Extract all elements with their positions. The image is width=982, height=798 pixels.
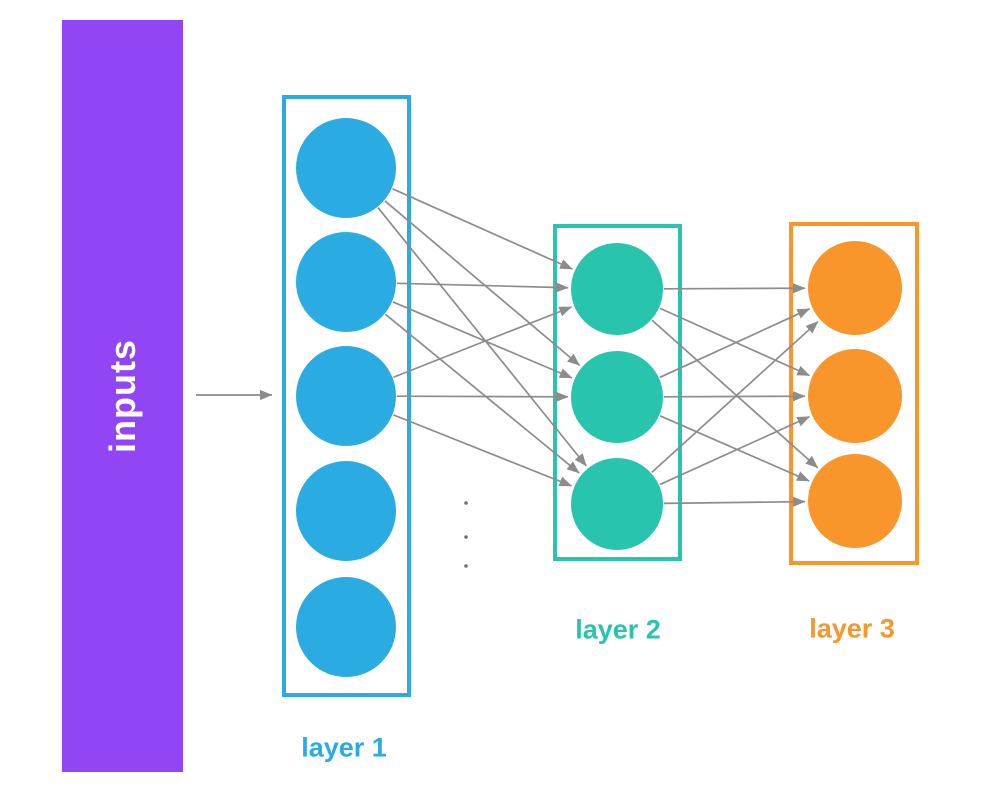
connection-arrow: [384, 313, 580, 474]
inputs-band: inputs: [62, 20, 183, 772]
connection-arrow: [659, 307, 810, 377]
neuron-nodes: [296, 118, 902, 677]
connection-arrow: [663, 283, 806, 294]
connection-arrow: [663, 496, 806, 507]
connection-arrow: [659, 308, 811, 379]
connection-arrows: [196, 188, 819, 507]
layer-3-neuron-2: [808, 349, 902, 443]
ellipsis-dot: [464, 564, 468, 568]
layer-1-neuron-3: [296, 346, 396, 446]
ellipsis-dots: [464, 501, 468, 568]
layer-1-neuron-1: [296, 118, 396, 218]
connection-arrow: [659, 415, 811, 486]
layer-2-box: [553, 224, 682, 561]
connection-arrow: [393, 306, 573, 379]
connection-arrow: [651, 319, 819, 469]
connection-arrow: [396, 391, 569, 402]
layer-2-neuron-1: [571, 243, 663, 335]
ellipsis-dot: [464, 501, 468, 505]
connection-arrow: [392, 301, 573, 379]
connection-arrow: [384, 200, 581, 367]
layer-2-label: layer 2: [575, 614, 661, 645]
connection-arrow: [659, 415, 810, 482]
layer-3-neuron-3: [808, 454, 902, 548]
layer-1-neuron-5: [296, 577, 396, 677]
connection-arrow: [377, 207, 587, 467]
layer-3-box: [789, 222, 919, 565]
connection-arrow: [392, 188, 573, 270]
layer-3-label: layer 3: [809, 613, 895, 644]
layer-1-label: layer 1: [301, 732, 387, 763]
layer-1-neuron-4: [296, 461, 396, 561]
layer-3-neuron-1: [808, 241, 902, 335]
connection-arrow: [396, 282, 569, 293]
connection-arrow: [651, 320, 819, 474]
layer-1-neuron-2: [296, 232, 396, 332]
ellipsis-dot: [464, 535, 468, 539]
layer-2-neuron-3: [571, 458, 663, 550]
layer-2-neuron-2: [571, 351, 663, 443]
connection-arrow: [393, 414, 573, 487]
